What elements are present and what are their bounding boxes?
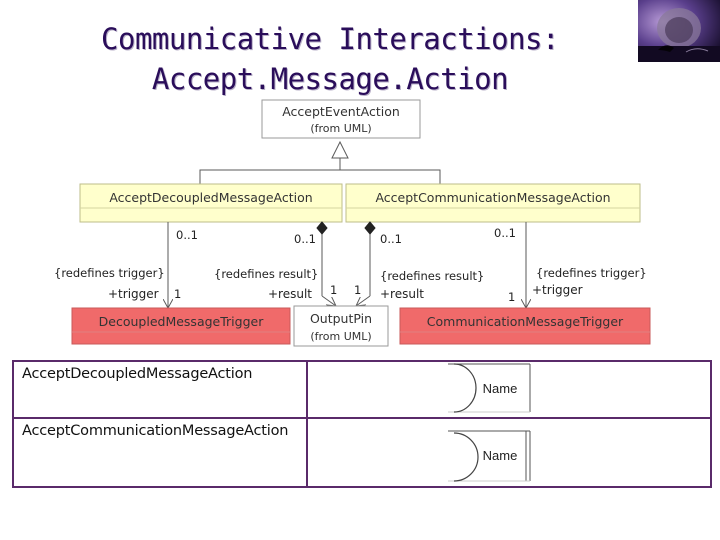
accept-communication-notation-symbol: Name <box>448 430 531 482</box>
association-lines <box>168 221 526 308</box>
notation-label: AcceptDecoupledMessageAction <box>22 366 253 382</box>
class-diagram: AcceptEventAction (from UML) AcceptDecou… <box>54 99 651 347</box>
class-name: DecoupledMessageTrigger <box>99 314 265 329</box>
constraint-label: {redefines trigger} <box>536 266 647 280</box>
multiplicity-label: 1 <box>330 283 337 297</box>
role-label: +result <box>380 287 424 301</box>
multiplicity-label: 1 <box>508 290 515 304</box>
class-accept-communication-message-action: AcceptCommunicationMessageAction <box>345 183 641 223</box>
class-accept-decoupled-message-action: AcceptDecoupledMessageAction <box>79 183 343 223</box>
notation-label: AcceptCommunicationMessageAction <box>22 423 289 439</box>
multiplicity-label: 1 <box>354 283 361 297</box>
constraint-label: {redefines result} <box>380 269 484 283</box>
accept-decoupled-notation-symbol: Name <box>448 363 531 413</box>
class-name: CommunicationMessageTrigger <box>427 314 624 329</box>
generalization-triangle <box>331 140 349 159</box>
decorative-thumbnail-image <box>638 0 720 62</box>
class-name: AcceptDecoupledMessageAction <box>109 190 312 205</box>
composition-diamond-left <box>316 221 328 235</box>
class-stereotype: (from UML) <box>310 330 371 343</box>
class-name: AcceptEventAction <box>282 104 400 119</box>
class-decoupled-message-trigger: DecoupledMessageTrigger <box>71 307 291 345</box>
class-name: AcceptCommunicationMessageAction <box>375 190 610 205</box>
generalization-lines <box>199 140 441 184</box>
role-label: +trigger <box>532 283 583 297</box>
constraint-label: {redefines trigger} <box>54 266 165 280</box>
class-stereotype: (from UML) <box>310 122 371 135</box>
role-label: +trigger <box>108 287 159 301</box>
class-output-pin: OutputPin (from UML) <box>293 305 389 347</box>
cell-divider <box>306 419 308 488</box>
constraint-label: {redefines result} <box>214 267 318 281</box>
notation-table: AcceptDecoupledMessageAction Name Accept… <box>12 360 712 488</box>
class-communication-message-trigger: CommunicationMessageTrigger <box>399 307 651 345</box>
notation-row: AcceptDecoupledMessageAction Name <box>14 362 710 417</box>
class-accept-event-action: AcceptEventAction (from UML) <box>261 99 421 139</box>
notation-row: AcceptCommunicationMessageAction Name <box>14 417 710 488</box>
notation-shape-name: Name <box>483 448 518 463</box>
cell-divider <box>306 362 308 417</box>
multiplicity-label: 0..1 <box>176 228 198 242</box>
multiplicity-label: 0..1 <box>494 226 516 240</box>
composition-diamond-right <box>364 221 376 235</box>
role-label: +result <box>268 287 312 301</box>
notation-shape-name: Name <box>483 381 518 396</box>
association-labels: 0..1 {redefines trigger} +trigger 1 0..1… <box>54 226 647 304</box>
slide-title-line-2: Accept.Message.Action <box>151 62 509 96</box>
multiplicity-label: 1 <box>174 287 181 301</box>
multiplicity-label: 0..1 <box>294 232 316 246</box>
slide-title-line-1: Communicative Interactions: <box>101 22 559 56</box>
multiplicity-label: 0..1 <box>380 232 402 246</box>
class-name: OutputPin <box>310 311 372 326</box>
